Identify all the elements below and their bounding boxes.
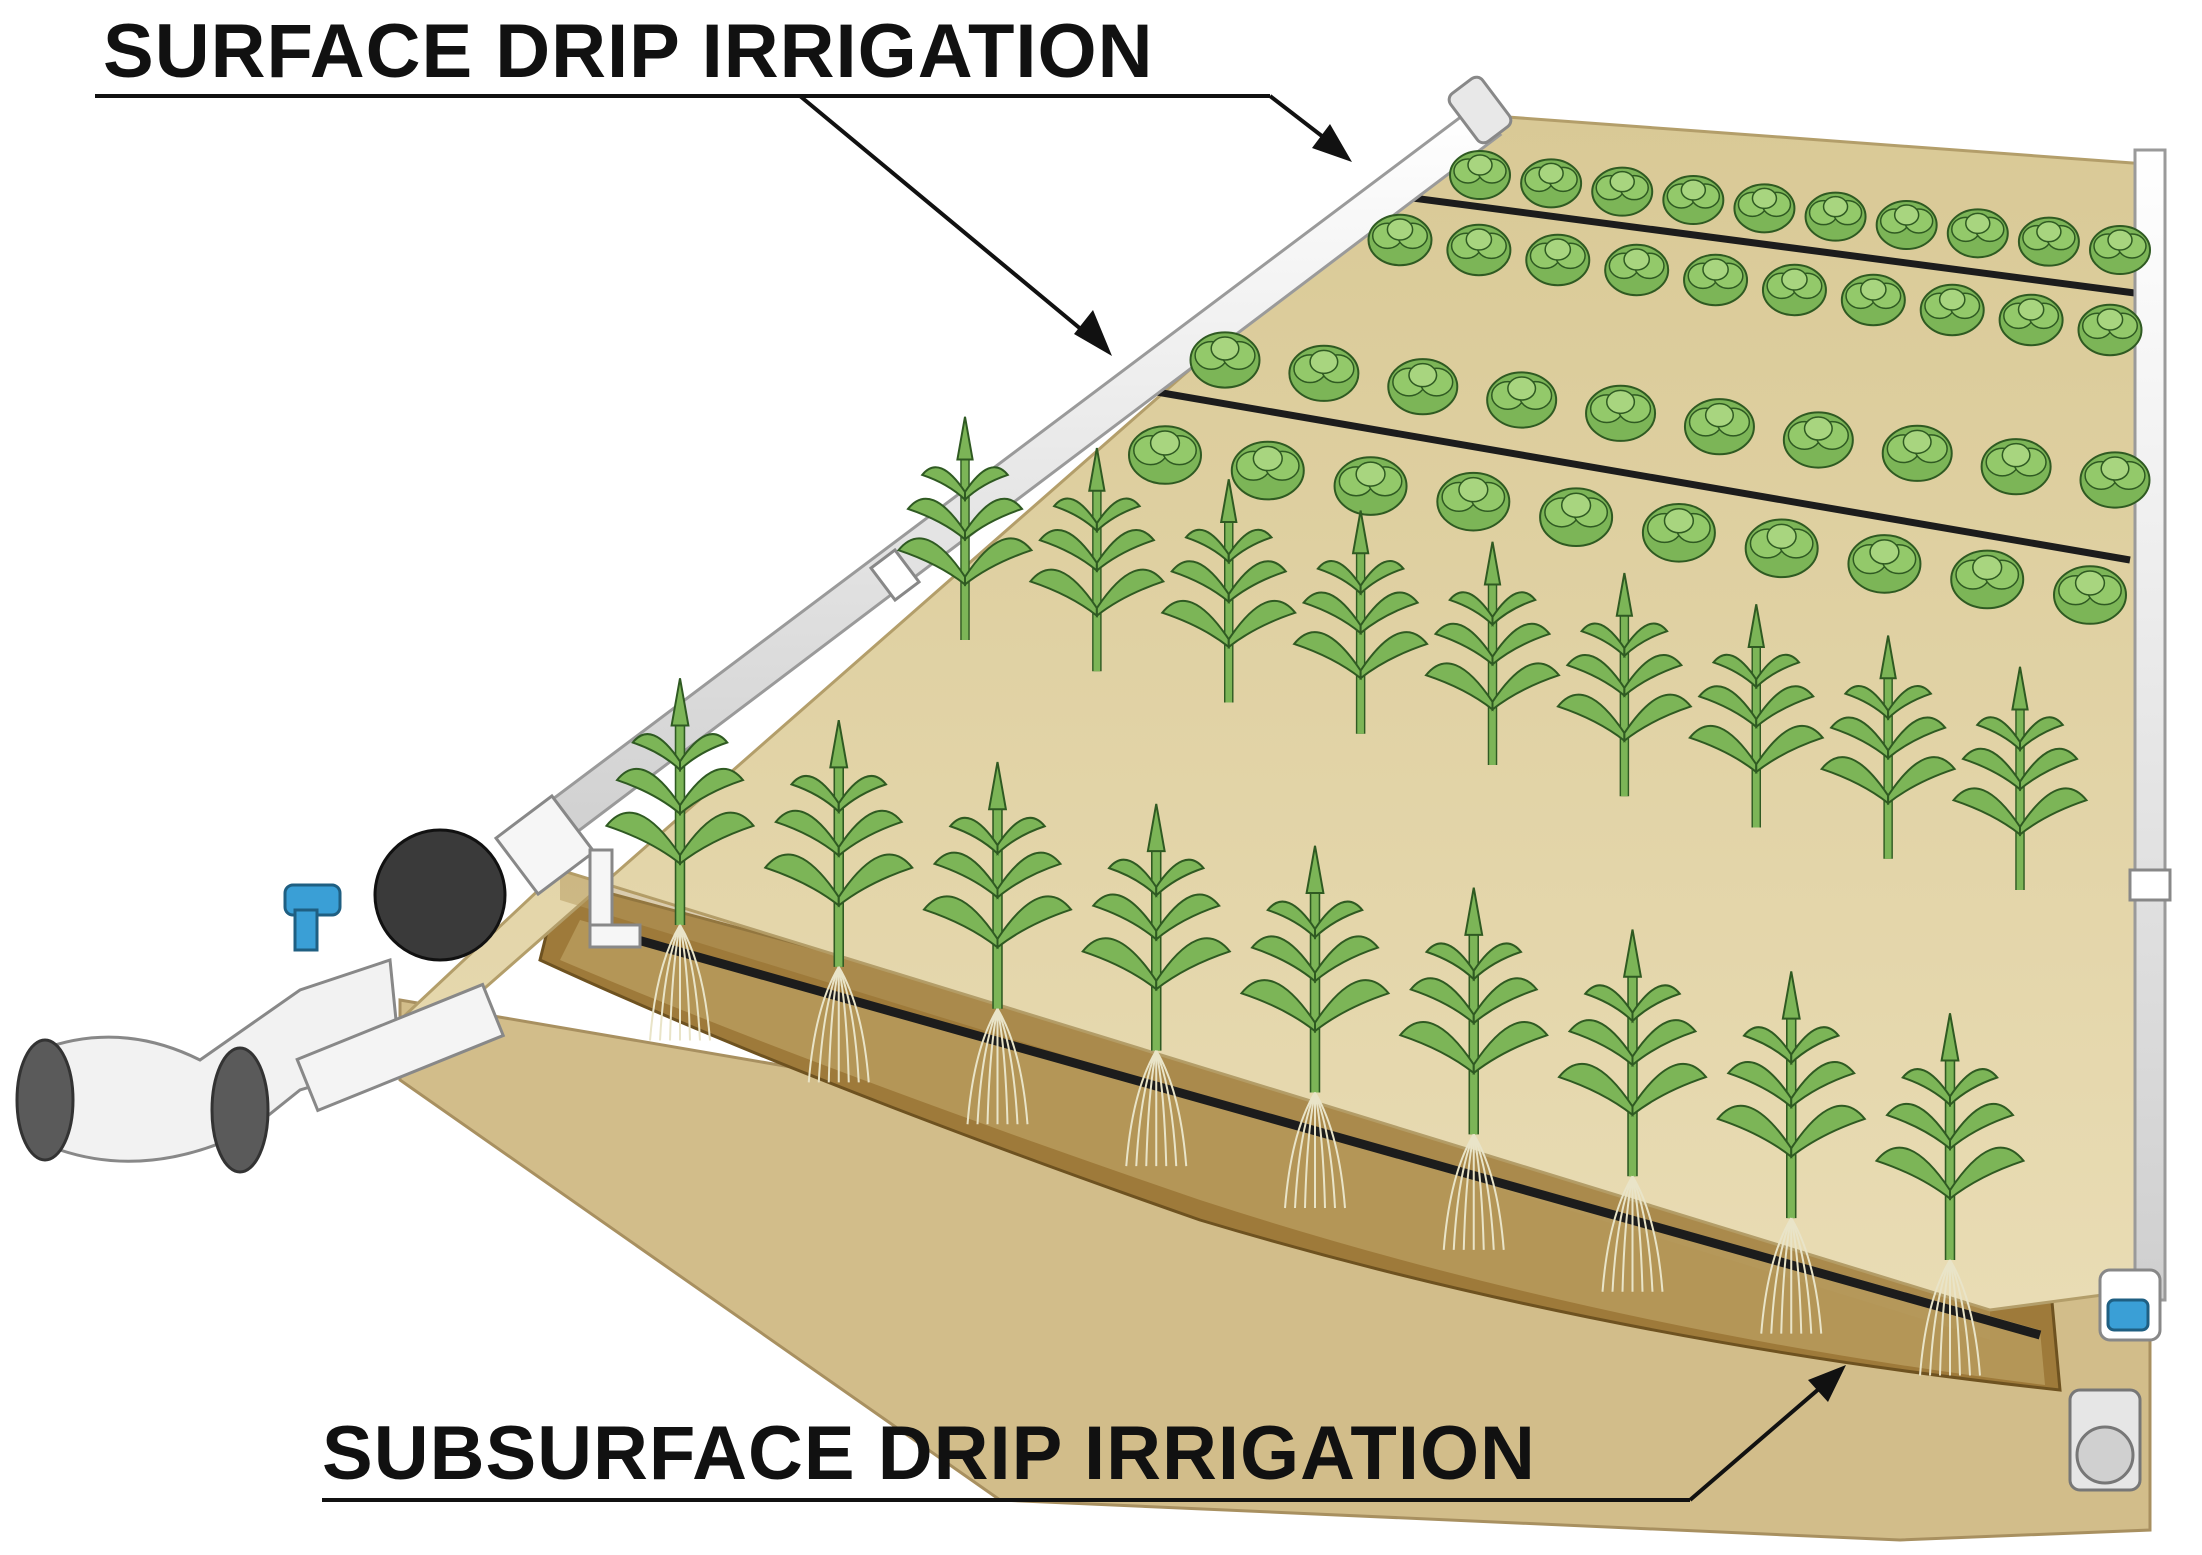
lettuce-plant-icon — [1367, 213, 1433, 267]
corn-plant-icon — [1951, 666, 2089, 890]
lettuce-plant-icon — [1436, 471, 1511, 532]
right-pipe — [2068, 148, 2172, 1492]
surface-drip-label: SURFACE DRIP IRRIGATION — [103, 9, 1154, 94]
inlet-assembly — [15, 828, 507, 1174]
lettuce-plant-icon — [1585, 384, 1657, 442]
lettuce-plant-icon — [1230, 440, 1305, 501]
leader-arrowheads — [1074, 124, 1846, 1402]
lettuce-plant-icon — [1847, 534, 1922, 594]
lettuce-plant-icon — [1946, 208, 2009, 259]
corn-plant-icon — [922, 761, 1073, 1125]
corn-plant-icon — [1819, 635, 1957, 859]
lettuce-plant-icon — [2089, 225, 2151, 275]
corn-plant-icon — [1160, 479, 1297, 703]
corn-plant-icon — [1081, 803, 1232, 1167]
lettuce-plant-icon — [1980, 438, 2052, 496]
corn-plant-icon — [1424, 541, 1561, 765]
lettuce-plant-icon — [1804, 191, 1867, 242]
lettuce-plant-icon — [1591, 166, 1654, 217]
valve-icon — [373, 828, 507, 962]
lettuce-plant-icon — [1333, 456, 1408, 516]
lettuce-plant-icon — [1683, 398, 1755, 456]
corn-plant-icon — [1028, 447, 1166, 672]
corn-plant-icon — [1556, 572, 1693, 797]
corn-plant-icon — [1292, 510, 1429, 734]
lettuce-plant-icon — [1449, 150, 1511, 200]
corn-plant-icon — [1874, 1013, 2026, 1376]
lettuce-plant-icon — [1950, 549, 2025, 610]
corn-plant-icon — [896, 416, 1034, 640]
corn-plant-icon — [1688, 604, 1825, 828]
surface-arrowhead-2 — [1074, 310, 1112, 356]
lettuce-plant-icon — [1761, 263, 1827, 317]
lettuce-plant-icon — [2053, 565, 2127, 625]
lettuce-plant-icon — [1520, 158, 1583, 209]
plants-layer — [604, 150, 2151, 1376]
lettuce-plant-icon — [1128, 425, 1202, 485]
corn-plant-icon — [1239, 845, 1391, 1209]
lettuce-plant-icon — [1641, 502, 1716, 563]
lettuce-plant-icon — [1919, 283, 1985, 337]
lettuce-plant-icon — [1539, 487, 1614, 548]
lettuce-plant-icon — [1782, 411, 1854, 469]
surface-arrowhead-1 — [1312, 124, 1352, 162]
surface-drip-line-2 — [1144, 386, 2131, 564]
corn-plant-icon — [1557, 929, 1708, 1292]
lettuce-plant-icon — [2079, 451, 2151, 509]
lettuce-plant-icon — [1744, 518, 1819, 579]
lettuce-plant-icon — [1998, 293, 2064, 347]
corn-plant-icon — [604, 678, 756, 1041]
subsurface-drip-label: SUBSURFACE DRIP IRRIGATION — [322, 1411, 1536, 1496]
lettuce-plant-icon — [2077, 303, 2143, 357]
lettuce-plant-icon — [1189, 331, 1261, 389]
main-pipe — [493, 75, 1513, 949]
lettuce-plant-icon — [1733, 183, 1796, 234]
lettuce-plant-icon — [1683, 253, 1749, 307]
lettuce-plant-icon — [1446, 223, 1512, 277]
lettuce-plant-icon — [1486, 371, 1558, 429]
subsurface-leader — [1688, 1373, 1837, 1502]
subsurface-drip-line — [618, 930, 2042, 1340]
lettuce-plant-icon — [1604, 243, 1670, 297]
lettuce-plant-icon — [1662, 175, 1725, 225]
lettuce-plant-icon — [1525, 233, 1591, 287]
lettuce-plant-icon — [1881, 424, 1953, 482]
surface-leader-2 — [798, 94, 1102, 347]
lettuce-plant-icon — [1875, 200, 1938, 250]
lettuce-plant-icon — [1387, 358, 1459, 416]
leader-lines — [95, 94, 1837, 1502]
corn-plant-icon — [1716, 971, 1867, 1334]
corn-plant-icon — [763, 719, 914, 1083]
surface-drip-line-1 — [1389, 191, 2151, 299]
lettuce-plant-icon — [1288, 344, 1360, 402]
lettuce-plant-icon — [2017, 216, 2080, 267]
lettuce-plant-icon — [1840, 273, 1906, 327]
subsurface-arrowhead — [1808, 1365, 1846, 1402]
corn-plant-icon — [1398, 887, 1549, 1250]
